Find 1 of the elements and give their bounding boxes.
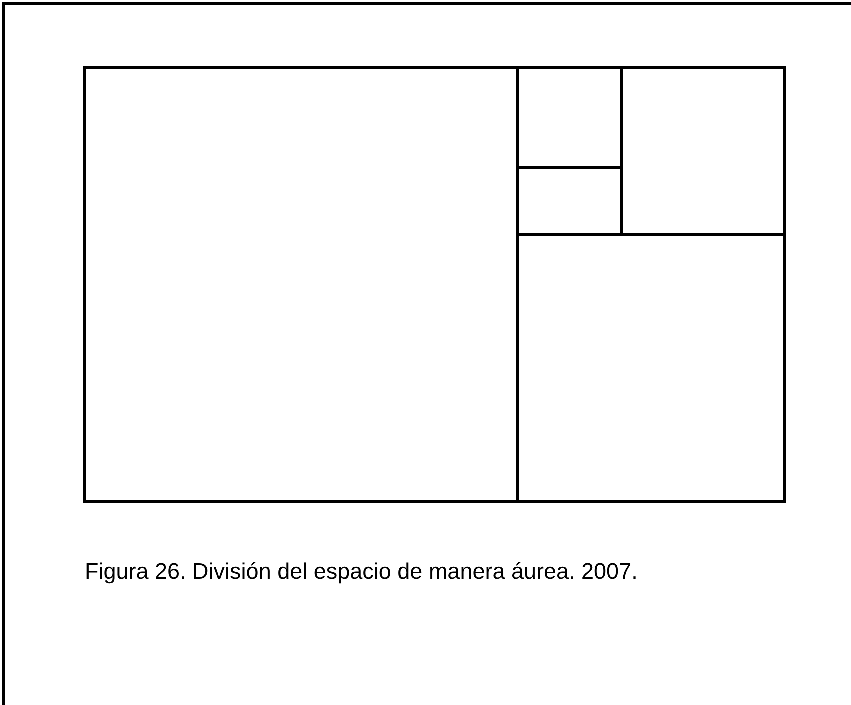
figure-caption: Figura 26. División del espacio de manera áurea. 2007. [85,558,639,586]
